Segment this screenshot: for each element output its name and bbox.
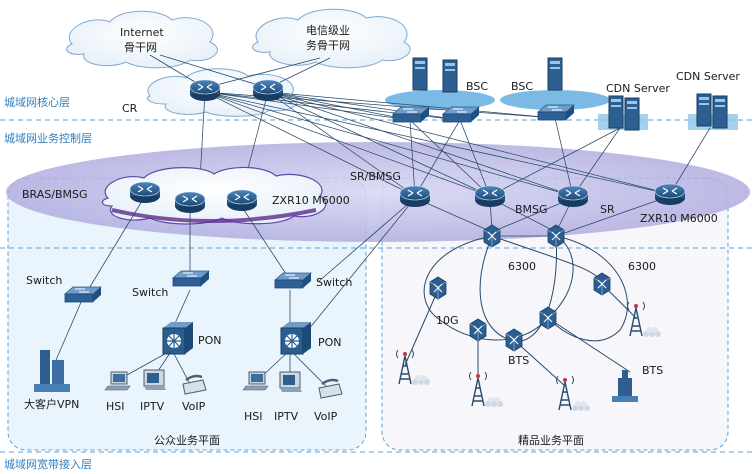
bmsg-router <box>474 185 506 208</box>
core-layer-label: 城域网核心层 <box>4 95 70 109</box>
internet-cloud-label-1: Internet <box>120 26 164 39</box>
bsc-left-switch-2 <box>442 106 480 123</box>
ring-6300-right-label: 6300 <box>628 260 656 273</box>
switch-mid-label: Switch <box>132 286 168 299</box>
public-plane-label: 公众业务平面 <box>154 434 220 447</box>
cdn-left-label: CDN Server <box>606 82 670 95</box>
bmsg-label: BMSG <box>515 203 548 216</box>
cr-label: CR <box>122 102 138 115</box>
cr-router-right <box>252 79 284 102</box>
internet-cloud-label-2: 骨干网 <box>124 41 157 54</box>
bras-cloud-base <box>111 208 317 223</box>
zxr-left-label: ZXR10 M6000 <box>272 194 350 207</box>
bts-building <box>612 370 638 402</box>
zxr-right-label: ZXR10 M6000 <box>640 212 718 225</box>
iptv-label-2: IPTV <box>274 410 299 423</box>
cdn-left-server-2 <box>624 97 640 131</box>
sr-bmsg-label: SR/BMSG <box>350 170 401 183</box>
bsc-left-server-2 <box>442 59 458 93</box>
bras-router-1 <box>129 181 161 204</box>
iptv-tv-2 <box>279 371 303 393</box>
cdn-right-label: CDN Server <box>676 70 740 83</box>
sr-bmsg-router <box>399 185 431 208</box>
ring-10g-label: 10G <box>436 314 459 327</box>
pon-left <box>162 321 194 355</box>
cdn-right-server-2 <box>712 95 728 129</box>
sr-label: SR <box>600 203 615 216</box>
pon-right <box>280 321 312 355</box>
big-customer-label: 大客户VPN <box>24 397 79 411</box>
cdn-left-server-1 <box>608 95 624 129</box>
sr-router <box>557 185 589 208</box>
bsc-right-switch <box>537 104 575 121</box>
control-access-links <box>55 195 671 387</box>
bsc-left-server-1 <box>412 57 428 91</box>
voip-label-1: VoIP <box>182 400 206 413</box>
ring-node-2 <box>547 224 565 248</box>
telecom-cloud-label-1: 电信级业 <box>306 24 350 37</box>
switch-left-label: Switch <box>26 274 62 287</box>
ring-node-6 <box>505 328 523 352</box>
control-layer-label: 城域网业务控制层 <box>4 131 92 145</box>
ring-node-5 <box>469 318 487 342</box>
bras-label: BRAS/BMSG <box>22 188 88 201</box>
pon-left-label: PON <box>198 334 222 347</box>
ring-node-4 <box>593 272 611 296</box>
voip-label-2: VoIP <box>314 410 338 423</box>
cdn-right-server-1 <box>696 93 712 127</box>
premium-plane-label: 精品业务平面 <box>518 434 584 447</box>
bsc-right-platform <box>500 90 610 110</box>
telecom-cloud-label-2: 务骨干网 <box>306 39 350 52</box>
internet-cloud: Internet 骨干网 <box>66 10 218 69</box>
bras-cloud <box>101 166 327 225</box>
ring-6300-left-label: 6300 <box>508 260 536 273</box>
zxr-right-router <box>654 183 686 206</box>
bts-left-label: BTS <box>508 354 529 367</box>
hsi-label-2: HSI <box>244 410 263 423</box>
ring-node-1 <box>483 224 501 248</box>
bsc-left-label: BSC <box>466 80 488 93</box>
hsi-label-1: HSI <box>106 400 125 413</box>
cr-router-left <box>189 79 221 102</box>
telecom-cloud: 电信级业 务骨干网 <box>252 8 411 69</box>
iptv-label-1: IPTV <box>140 400 165 413</box>
bsc-right-label: BSC <box>511 80 533 93</box>
bts-right-label: BTS <box>642 364 663 377</box>
switch-right-label: Switch <box>316 276 352 289</box>
ring-node-3 <box>429 276 447 300</box>
bras-router-2 <box>174 191 206 214</box>
big-customer-building <box>34 350 70 392</box>
bsc-right-server <box>547 57 563 91</box>
access-layer-label: 城域网宽带接入层 <box>4 457 92 471</box>
ring-node-7 <box>539 306 557 330</box>
pon-right-label: PON <box>318 336 342 349</box>
bras-router-3 <box>226 189 258 212</box>
iptv-tv-1 <box>143 369 167 391</box>
